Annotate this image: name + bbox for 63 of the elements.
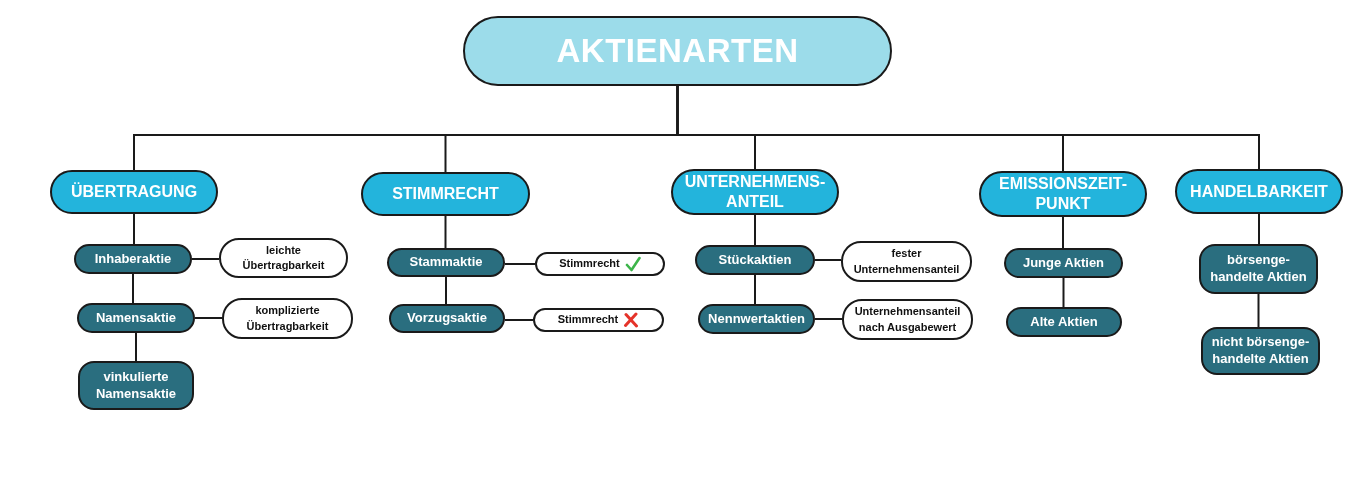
property-pill (535, 252, 665, 276)
connector-line (1062, 216, 1064, 249)
share-type-label: börsenge-handelte Aktien (1209, 252, 1308, 286)
share-type-label: Stammaktie (409, 254, 483, 271)
share-type-pill (1201, 327, 1320, 375)
property-text: Stimmrecht (559, 256, 620, 272)
share-type-pill (78, 361, 194, 410)
share-type-pill (387, 248, 505, 277)
share-type-label: Inhaberaktie (94, 250, 172, 268)
connector-line (1258, 213, 1260, 245)
share-type-pill (1199, 244, 1318, 294)
connector-line (676, 85, 1260, 170)
category-label: ÜBERTRAGUNG (70, 182, 198, 202)
connector-line (132, 273, 134, 304)
connector-line (445, 276, 447, 305)
category-pill (979, 171, 1147, 217)
connector-line (1062, 277, 1065, 308)
share-type-label: Vorzugsaktie (407, 310, 487, 327)
category-pill (671, 169, 839, 215)
connector-line (135, 332, 137, 362)
category-pill (361, 172, 530, 216)
category-pill (1175, 169, 1343, 214)
share-type-pill (1004, 248, 1123, 278)
share-type-label: vinkulierte Namensaktie (94, 368, 178, 403)
property-pill (219, 238, 348, 278)
share-type-pill (389, 304, 505, 333)
share-type-pill (74, 244, 192, 274)
share-type-pill (1006, 307, 1122, 337)
connector-line (191, 258, 220, 260)
property-text: leichte Übertragbarkeit (241, 242, 326, 273)
category-label: EMISSIONSZEIT-PUNKT (998, 174, 1128, 214)
connector-line (814, 259, 842, 261)
connector-line (754, 214, 756, 246)
share-type-pill (698, 304, 815, 334)
property-text: fester Unternehmensanteil (852, 246, 961, 277)
property-pill (842, 299, 973, 340)
property-text: komplizierte Übertragbarkeit (245, 303, 330, 334)
share-type-label: Namensaktie (95, 309, 177, 327)
share-type-pill (77, 303, 195, 333)
category-label: UNTERNEHMENS-ANTEIL (683, 172, 827, 212)
share-type-label: nicht börsenge-handelte Aktien (1210, 334, 1311, 368)
connector-line (814, 318, 843, 320)
share-type-label: Nennwertaktien (708, 310, 805, 328)
property-pill (222, 298, 353, 339)
connector-line (504, 263, 536, 265)
category-label: HANDELBARKEIT (1190, 181, 1328, 202)
share-type-label: Alte Aktien (1030, 313, 1098, 331)
property-pill (841, 241, 972, 282)
share-type-label: Stückaktien (718, 251, 792, 269)
category-label: STIMMRECHT (392, 184, 499, 204)
property-text: Unternehmensanteil nach Ausgabewert (853, 304, 962, 335)
share-type-pill (695, 245, 815, 275)
connector-line (754, 274, 756, 305)
connector-line (444, 215, 447, 249)
property-pill (533, 308, 664, 332)
connector-line (133, 213, 135, 245)
share-type-label: Junge Aktien (1022, 254, 1105, 272)
connector-line (504, 319, 534, 321)
category-pill (50, 170, 218, 214)
connector-line (194, 317, 223, 319)
title-text: AKTIENARTEN (556, 32, 799, 70)
property-text: Stimmrecht (557, 312, 619, 328)
connector-line (1257, 293, 1260, 328)
